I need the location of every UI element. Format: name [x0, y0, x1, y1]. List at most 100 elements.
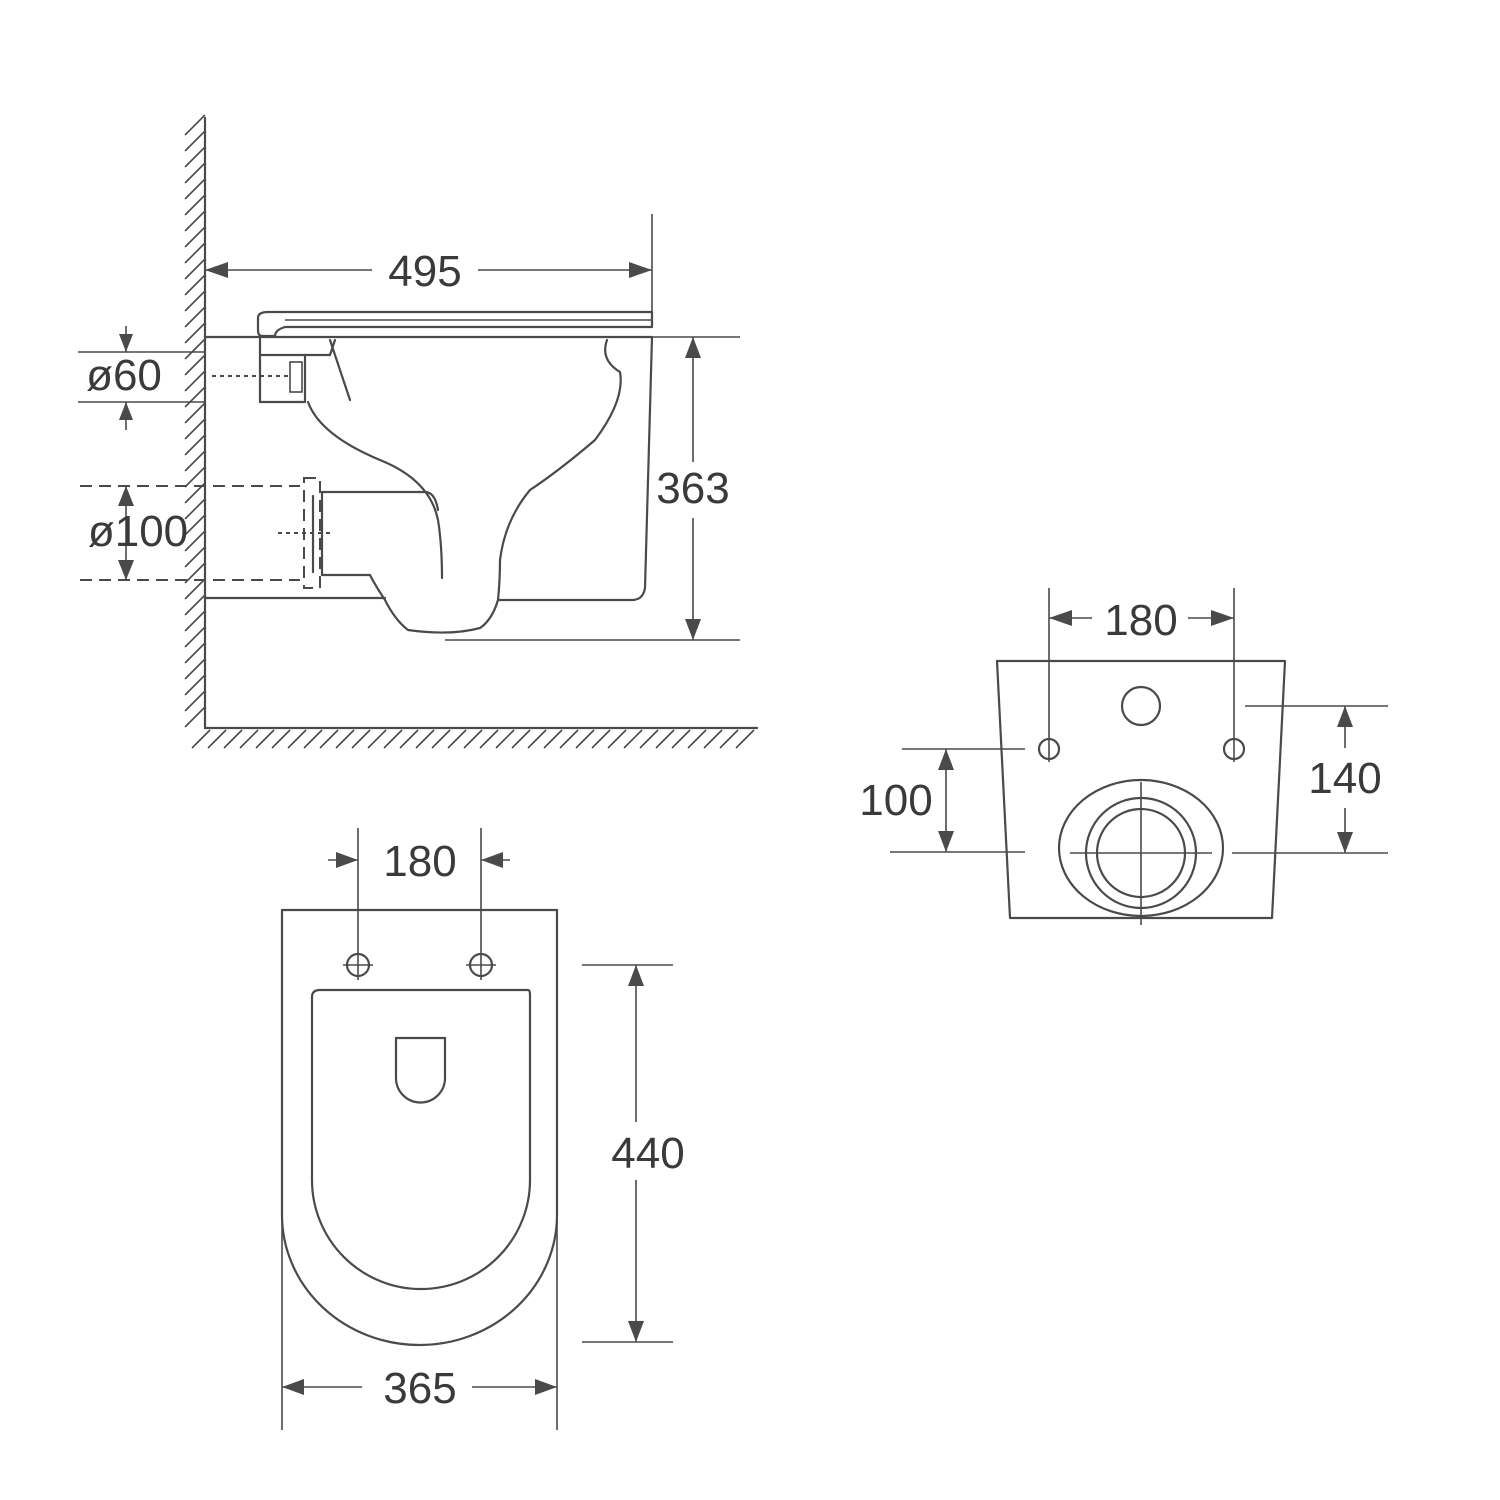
wall-hatch-line [184, 386, 206, 408]
wall-hatch-line [184, 226, 206, 248]
floor-hatch-line [335, 729, 355, 749]
seat-handle [394, 1036, 447, 1104]
floor-hatch-line [223, 729, 243, 749]
floor-hatch-line [543, 729, 563, 749]
floor-hatch-line [319, 729, 339, 749]
top-length-label: 440 [611, 1129, 684, 1178]
top-bolt-right [466, 950, 496, 980]
inlet-diameter-dimension: ø60 [78, 326, 205, 430]
back-bolt-spacing-label: 180 [1104, 596, 1177, 645]
floor-hatch-line [303, 729, 323, 749]
floor-hatch-line [687, 729, 707, 749]
floor-hatch-line [511, 729, 531, 749]
wall-hatch-line [184, 562, 206, 584]
floor-hatch-line [607, 729, 627, 749]
floor-hatch-line [735, 729, 755, 749]
length-label: 495 [388, 247, 461, 296]
length-dimension: 495 [205, 214, 653, 312]
floor-hatch-line [479, 729, 499, 749]
floor-hatch-line [655, 729, 675, 749]
top-width-dimension: 365 [281, 1182, 558, 1430]
height-dimension: 363 [445, 336, 740, 641]
floor-hatch-line [271, 729, 291, 749]
wall-hatch-line [184, 194, 206, 216]
wall-hatch-line [184, 610, 206, 632]
floor-hatch-line [591, 729, 611, 749]
wall-hatch-line [184, 354, 206, 376]
floor-hatch-line [719, 729, 739, 749]
wall-hatch-line [184, 578, 206, 600]
wall-hatch-line [184, 210, 206, 232]
seat-lid [256, 310, 654, 338]
wall-hatch-line [184, 706, 206, 728]
floor-hatch-line [527, 729, 547, 749]
floor-hatch-line [351, 729, 371, 749]
wall-hatch-line [184, 242, 206, 264]
floor-hatch-line [367, 729, 387, 749]
floor-hatch-line [463, 729, 483, 749]
toilet-outline [280, 908, 559, 1347]
wall-hatch-line [184, 370, 206, 392]
back-view: 180 100 140 [859, 588, 1388, 925]
floor-hatch-line [207, 729, 227, 749]
wall-hatch-line [184, 114, 206, 136]
wall-hatch-line [184, 178, 206, 200]
wall-hatch-line [184, 626, 206, 648]
floor-hatching [191, 726, 759, 749]
wall-hatch-line [184, 514, 206, 536]
height-label: 363 [656, 464, 729, 513]
back-panel [995, 659, 1287, 920]
wall-hatch-line [184, 594, 206, 616]
wall-hatch-line [184, 306, 206, 328]
wall-hatch-line [184, 322, 206, 344]
top-bolt-spacing-dimension: 180 [328, 828, 510, 950]
bowl-outline [203, 335, 654, 634]
wall-hatch-line [184, 290, 206, 312]
wall-hatch-line [184, 674, 206, 696]
wall-hatching [184, 114, 207, 730]
bowl-inner-trap [306, 400, 444, 580]
back-outlet-height-dimension: 100 [859, 748, 1025, 853]
floor-hatch-line [559, 729, 579, 749]
wall-hatch-line [184, 274, 206, 296]
floor-hatch-line [431, 729, 451, 749]
floor-hatch-line [415, 729, 435, 749]
outlet-diameter-dimension: ø100 [88, 486, 188, 580]
wall-hatch-line [184, 658, 206, 680]
back-bolt-height-dimension: 140 [1232, 705, 1388, 854]
floor-hatch-line [191, 729, 211, 749]
floor-hatch-line [623, 729, 643, 749]
floor-hatch-line [383, 729, 403, 749]
floor-hatch-line [399, 729, 419, 749]
outlet-diameter-label: ø100 [88, 507, 188, 556]
wall-hatch-line [184, 162, 206, 184]
wall-hatch-line [184, 338, 206, 360]
wall-hatch-line [184, 434, 206, 456]
back-bolt-height-label: 140 [1308, 754, 1381, 803]
wall-hatch-line [184, 258, 206, 280]
top-width-label: 365 [383, 1364, 456, 1413]
wall-hatch-line [184, 146, 206, 168]
side-view: ø60 ø100 495 363 [78, 114, 759, 749]
wall-hatch-line [184, 402, 206, 424]
wall-hatch-line [184, 546, 206, 568]
floor-hatch-line [287, 729, 307, 749]
floor-hatch-line [639, 729, 659, 749]
top-length-dimension: 440 [582, 964, 685, 1343]
wall-hatch-line [184, 450, 206, 472]
floor-hatch-line [447, 729, 467, 749]
top-bolt-left [343, 950, 373, 980]
wall-hatch-line [184, 418, 206, 440]
floor-hatch-line [239, 729, 259, 749]
wall-hatch-line [184, 530, 206, 552]
top-view: 180 440 365 [280, 828, 685, 1430]
top-bolt-spacing-label: 180 [383, 837, 456, 886]
back-bolt-spacing-dimension: 180 [1048, 588, 1235, 762]
floor-hatch-line [703, 729, 723, 749]
wall-hatch-line [184, 642, 206, 664]
inlet-diameter-label: ø60 [86, 351, 162, 400]
floor-hatch-line [255, 729, 275, 749]
wall-hatch-line [184, 690, 206, 712]
inlet-hole [1120, 685, 1162, 727]
